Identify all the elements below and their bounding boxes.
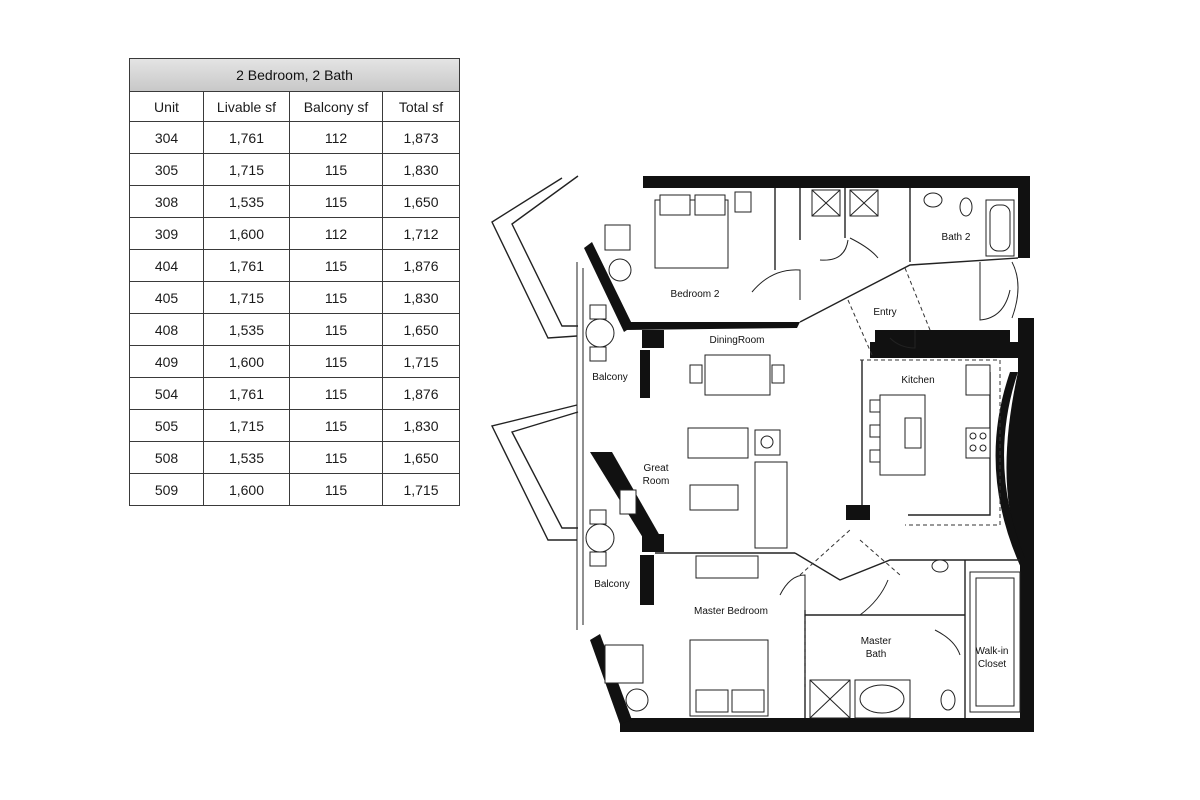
column-header-balcony-sf: Balcony sf xyxy=(289,91,383,122)
label-master-bedroom: Master Bedroom xyxy=(694,606,768,617)
cell-livable: 1,715 xyxy=(203,409,290,442)
table-title: 2 Bedroom, 2 Bath xyxy=(129,58,460,91)
dashed-openings xyxy=(799,267,1001,690)
label-kitchen: Kitchen xyxy=(901,375,934,386)
cell-unit: 308 xyxy=(129,185,204,218)
cell-balcony: 112 xyxy=(289,121,383,154)
label-dining-room: DiningRoom xyxy=(709,335,764,346)
balcony-railings xyxy=(490,175,584,630)
cell-total: 1,876 xyxy=(382,249,460,282)
cell-balcony: 115 xyxy=(289,153,383,186)
cell-balcony: 112 xyxy=(289,217,383,250)
label-great-room-line-2: Room xyxy=(643,476,670,487)
cell-total: 1,715 xyxy=(382,345,460,378)
cell-total: 1,712 xyxy=(382,217,460,250)
label-walk-in-line-2: Closet xyxy=(978,659,1007,670)
label-balcony-top: Balcony xyxy=(592,372,628,383)
label-master-bath-line-1: Master xyxy=(861,636,892,647)
room-labels: Bedroom 2 Bath 2 Entry DiningRoom Kitche… xyxy=(592,232,1008,670)
cell-livable: 1,761 xyxy=(203,121,290,154)
doors xyxy=(751,237,1019,656)
column-header-unit: Unit xyxy=(129,91,204,122)
cell-unit: 309 xyxy=(129,217,204,250)
label-bedroom-2: Bedroom 2 xyxy=(671,289,720,300)
cell-unit: 405 xyxy=(129,281,204,314)
label-master-bath-line-2: Bath xyxy=(866,649,887,660)
label-great-room-line-1: Great xyxy=(643,463,668,474)
cell-unit: 409 xyxy=(129,345,204,378)
cell-balcony: 115 xyxy=(289,185,383,218)
cell-unit: 505 xyxy=(129,409,204,442)
cell-total: 1,873 xyxy=(382,121,460,154)
cell-total: 1,650 xyxy=(382,441,460,474)
cell-total: 1,715 xyxy=(382,473,460,506)
cell-balcony: 115 xyxy=(289,409,383,442)
unit-area-table: 2 Bedroom, 2 Bath Unit Livable sf Balcon… xyxy=(129,58,460,506)
cell-livable: 1,600 xyxy=(203,473,290,506)
cell-balcony: 115 xyxy=(289,345,383,378)
label-balcony-bottom: Balcony xyxy=(594,579,630,590)
cell-unit: 509 xyxy=(129,473,204,506)
label-entry: Entry xyxy=(873,307,896,318)
cell-livable: 1,535 xyxy=(203,313,290,346)
cell-balcony: 115 xyxy=(289,473,383,506)
cell-livable: 1,535 xyxy=(203,441,290,474)
cell-livable: 1,715 xyxy=(203,281,290,314)
furniture xyxy=(585,189,1021,719)
cell-unit: 504 xyxy=(129,377,204,410)
cell-unit: 404 xyxy=(129,249,204,282)
cell-total: 1,650 xyxy=(382,185,460,218)
cell-unit: 508 xyxy=(129,441,204,474)
cell-unit: 305 xyxy=(129,153,204,186)
exterior-walls xyxy=(584,176,1034,732)
label-walk-in-line-1: Walk-in xyxy=(976,646,1009,657)
label-bath-2: Bath 2 xyxy=(942,232,971,243)
